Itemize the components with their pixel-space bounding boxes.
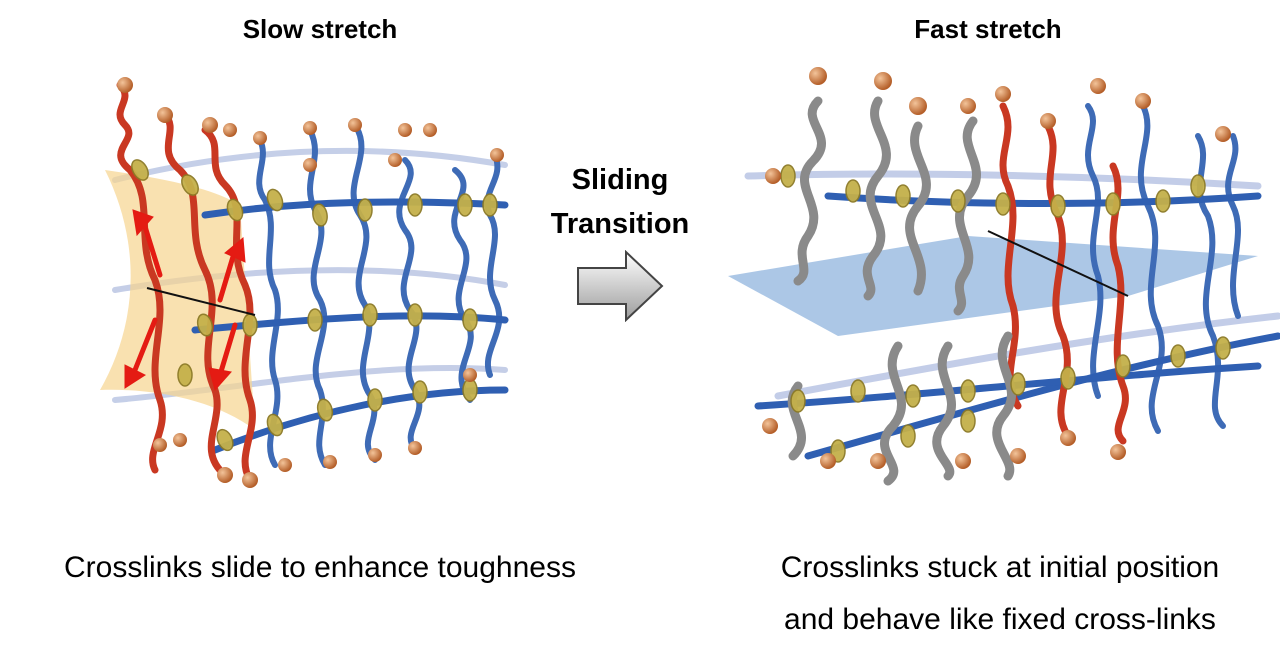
transition-line-2: Transition [550, 208, 690, 240]
force-arrows [124, 209, 246, 392]
end-beads [117, 77, 504, 488]
fast-stretch-caption: Crosslinks stuck at initial position and… [720, 542, 1280, 646]
fast-caption-line-1: Crosslinks stuck at initial position [780, 551, 1220, 584]
fast-stretch-diagram [728, 67, 1280, 486]
gray-chains [787, 96, 1016, 486]
fast-stretch-title: Fast stretch [914, 14, 1062, 44]
blue-chains [256, 122, 503, 468]
slow-stretch-diagram [100, 77, 509, 488]
end-beads [762, 67, 1231, 469]
right-arrow-icon [577, 250, 664, 322]
crosslink-rings [780, 164, 1231, 463]
crack-plane [728, 236, 1258, 336]
sliding-transition-label: Sliding Transition [530, 158, 710, 246]
crack-lines [987, 230, 1129, 297]
transition-line-1: Sliding [571, 164, 669, 196]
red-chains [116, 81, 256, 484]
crack-line [146, 287, 256, 316]
slow-stretch-title: Slow stretch [242, 14, 398, 44]
fast-caption-line-2: and behave like fixed cross-links [784, 603, 1216, 636]
slow-stretch-caption: Crosslinks slide to enhance toughness [64, 551, 576, 584]
crosslink-rings [131, 159, 498, 452]
